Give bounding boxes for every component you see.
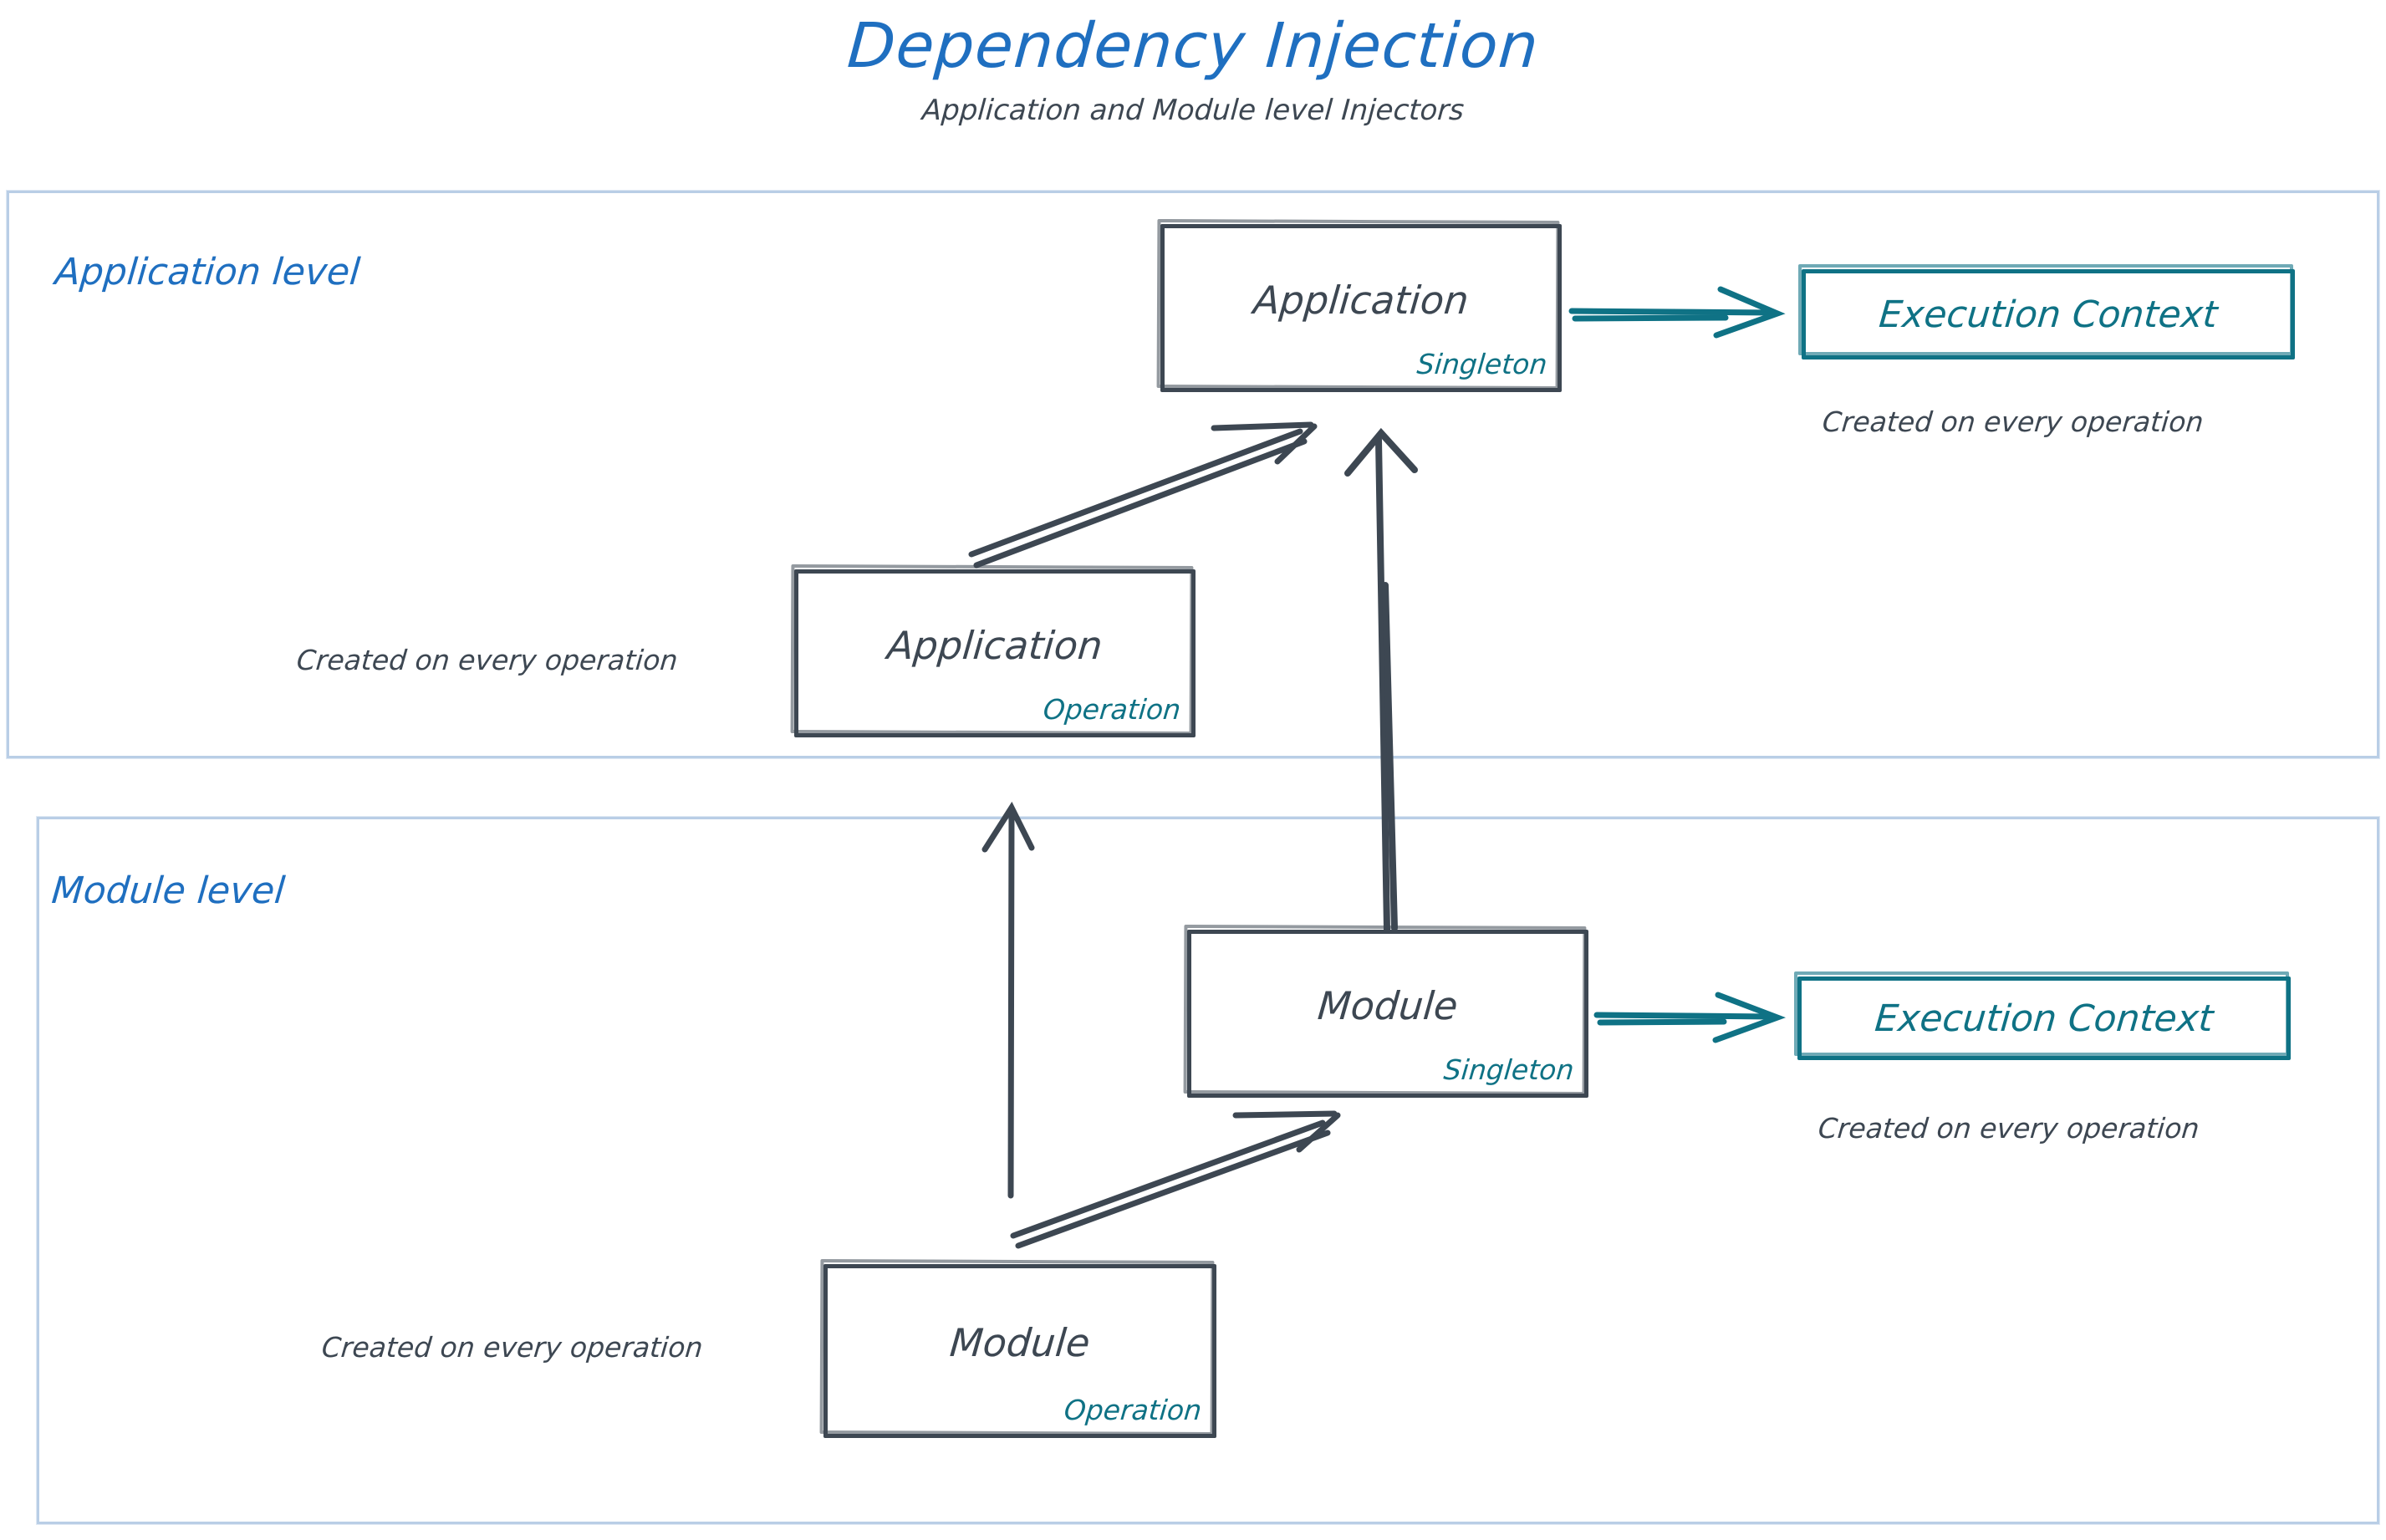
module-level-label: Module level [49, 869, 287, 912]
node-module-execution-context[interactable]: Execution Context [1794, 971, 2291, 1060]
sketch-frame [1797, 977, 2291, 1060]
page-title: Dependency Injection [844, 10, 1542, 82]
application-operation-caption: Created on every operation [295, 644, 680, 676]
node-scope-badge: Singleton [1441, 1053, 1575, 1086]
node-scope-badge: Singleton [1415, 348, 1548, 380]
node-module-operation[interactable]: Module Operation [819, 1258, 1216, 1438]
module-operation-caption: Created on every operation [320, 1331, 705, 1364]
sketch-frame [794, 569, 1196, 737]
node-title: Application [1252, 278, 1471, 324]
title-block: Dependency Injection Application and Mod… [0, 10, 2386, 127]
sketch-frame [1802, 269, 2295, 360]
node-scope-badge: Operation [1042, 693, 1182, 726]
node-title: Module [1315, 983, 1461, 1029]
application-execution-context-caption: Created on every operation [1821, 405, 2205, 438]
node-application-execution-context[interactable]: Execution Context [1798, 264, 2295, 360]
module-level-container [37, 817, 2379, 1524]
execution-context-label: Execution Context [1877, 293, 2220, 336]
page-subtitle: Application and Module level Injectors [920, 94, 1466, 127]
sketch-frame [1160, 224, 1562, 392]
application-level-container [7, 191, 2379, 758]
node-application-operation[interactable]: Application Operation [790, 563, 1196, 737]
node-title: Application [885, 623, 1104, 669]
application-level-label: Application level [53, 251, 362, 293]
execution-context-label: Execution Context [1873, 997, 2215, 1040]
sketch-frame [823, 1264, 1216, 1438]
node-scope-badge: Operation [1063, 1394, 1203, 1426]
node-title: Module [947, 1319, 1093, 1365]
node-module-singleton[interactable]: Module Singleton [1183, 924, 1588, 1098]
module-execution-context-caption: Created on every operation [1817, 1112, 2201, 1145]
node-application-singleton[interactable]: Application Singleton [1156, 218, 1562, 392]
